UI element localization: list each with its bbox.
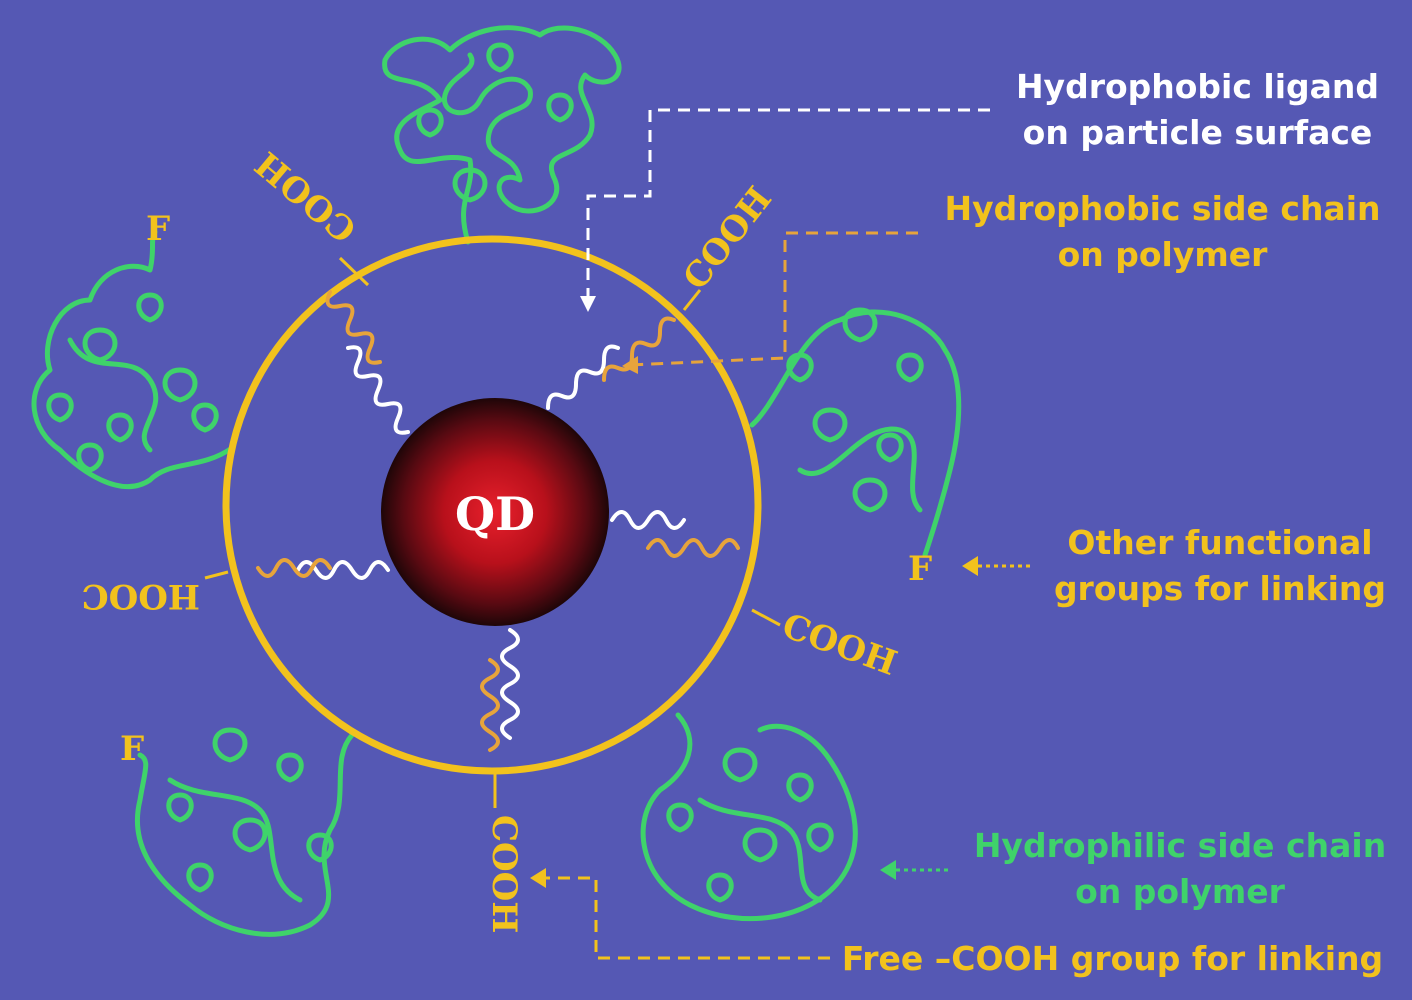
side-chain-left — [256, 558, 332, 578]
stub-cooh-right — [751, 608, 781, 627]
arrowhead-ligand — [580, 296, 596, 312]
stub-cooh-upper-right — [682, 289, 702, 311]
polymer-coil-left — [31, 229, 235, 489]
hooc-label-left: HOOC — [82, 576, 200, 616]
stub-hooc-left — [204, 570, 229, 580]
arrowhead-side-chain — [622, 356, 638, 374]
quantum-dot-core — [381, 398, 609, 626]
side-chain-upper-left — [325, 290, 382, 365]
polymer-coil-bottom-left — [134, 727, 355, 937]
ligand-chain-upper-right — [546, 344, 620, 410]
label-hydrophobic-ligand: Hydrophobic ligand on particle surface — [1015, 67, 1380, 152]
stub-cooh-upper-left — [338, 256, 370, 287]
core-label: QD — [455, 487, 535, 541]
cooh-label-upper-right: COOH — [676, 180, 780, 298]
label-other-functional: Other functional groups for linking — [1053, 523, 1387, 608]
polymer-ring — [222, 235, 762, 775]
f-label-right: F — [908, 549, 932, 589]
polymer-coil-top-loops — [416, 42, 574, 203]
arrowhead-other-functional — [962, 556, 978, 576]
label-hydrophobic-side-chain: Hydrophobic side chain on polymer — [944, 189, 1381, 274]
f-label-bottom-left: F — [120, 729, 144, 769]
ligand-chain-upper-left — [346, 345, 410, 435]
leader-hydrophobic-ligand — [586, 108, 990, 300]
ligand-chain-right — [610, 510, 686, 530]
label-hydrophilic-side-chain: Hydrophilic side chain on polymer — [973, 826, 1387, 911]
polymer-coil-right — [749, 307, 962, 558]
side-chain-right — [646, 538, 740, 558]
ligand-chain-bottom — [500, 628, 520, 740]
leader-free-cooh — [540, 876, 830, 960]
leader-hydrophobic-side-chain — [629, 231, 918, 367]
f-label-left: F — [146, 209, 170, 249]
cooh-label-right: COOH — [777, 606, 902, 684]
label-free-cooh: Free –COOH group for linking — [841, 939, 1384, 978]
arrowhead-free-cooh — [530, 868, 546, 888]
polymer-coil-bottom-right — [640, 712, 858, 922]
side-chain-upper-right — [602, 316, 676, 382]
polymer-coil-top — [382, 25, 622, 245]
cooh-label-bottom: COOH — [484, 815, 524, 933]
cooh-label-upper-left: COOH — [248, 143, 364, 250]
side-chain-bottom — [480, 658, 500, 752]
arrowhead-hydrophilic — [880, 860, 896, 880]
